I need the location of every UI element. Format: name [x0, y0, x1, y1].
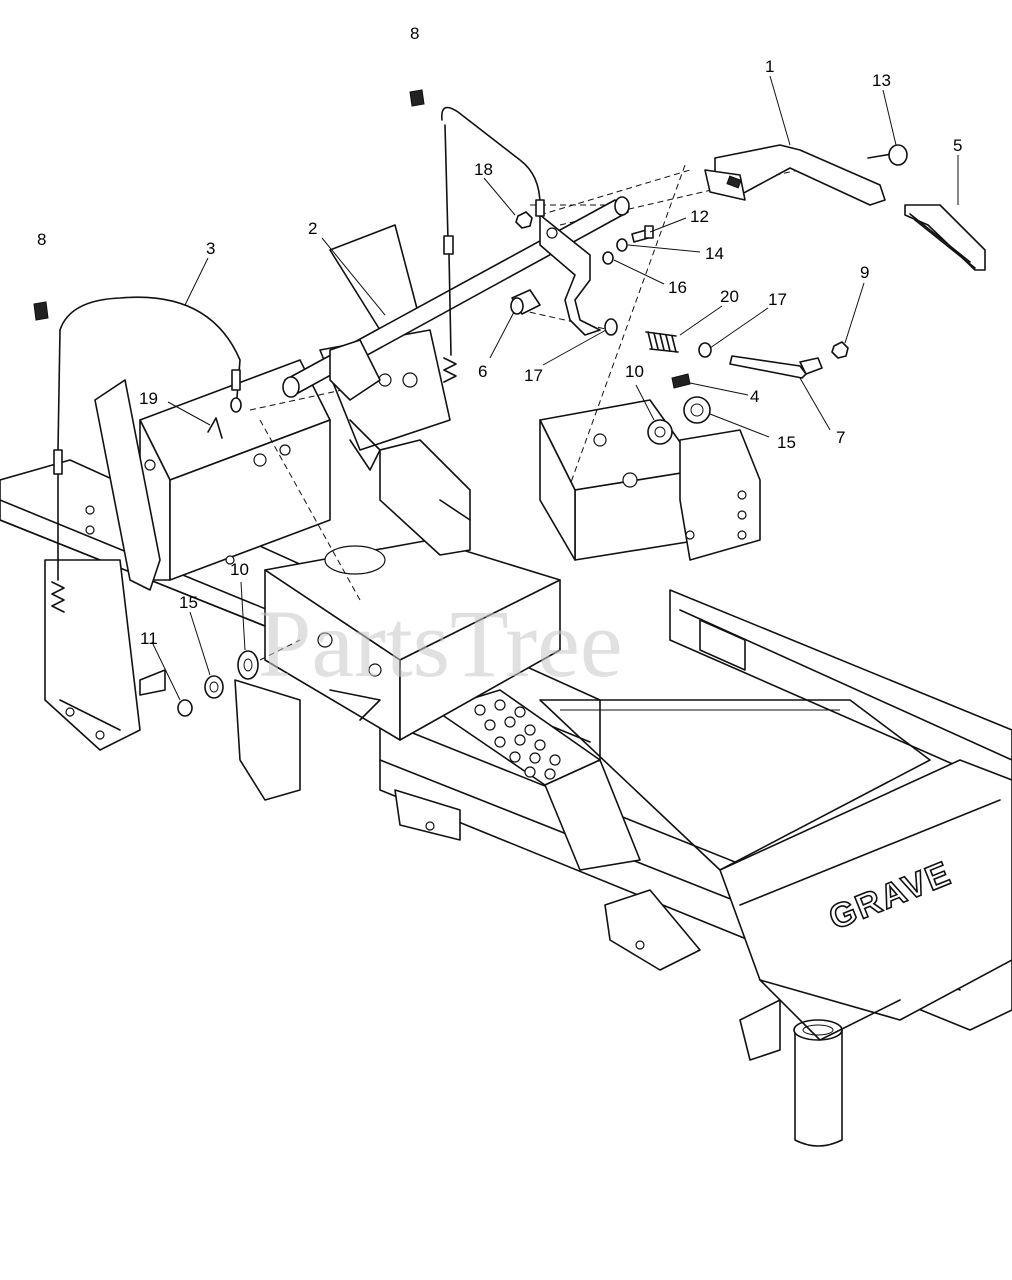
- callout-6: 6: [478, 362, 487, 381]
- shaft-bracket: [539, 214, 601, 336]
- part-1-lever: [704, 144, 886, 206]
- part-10-bushing-right: [647, 419, 673, 445]
- callout-10-right: 10: [625, 362, 644, 381]
- part-10-bushing-left: [237, 650, 259, 680]
- part-9-nut: [831, 341, 849, 359]
- callout-13: 13: [872, 71, 891, 90]
- part-3-cable-left: [51, 296, 242, 613]
- callout-8-left: 8: [37, 230, 46, 249]
- callout-12: 12: [690, 207, 709, 226]
- callout-19: 19: [139, 389, 158, 408]
- part-4-clip: [671, 373, 691, 389]
- callout-20: 20: [720, 287, 739, 306]
- callout-17-left: 17: [524, 366, 543, 385]
- part-7-rod: [729, 355, 823, 379]
- callout-3: 3: [206, 239, 215, 258]
- callout-15-right: 15: [777, 433, 796, 452]
- part-18-nut: [515, 211, 533, 229]
- leader-lines: [151, 75, 959, 701]
- callout-11: 11: [140, 629, 158, 648]
- part-19-pin: [207, 417, 223, 439]
- part-8-clip-left: [33, 301, 49, 321]
- callout-17-right: 17: [768, 290, 787, 309]
- part-13-knob: [867, 144, 908, 166]
- part-14-washer: [616, 238, 628, 252]
- callout-10-left: 10: [230, 560, 249, 579]
- callout-2: 2: [308, 219, 317, 238]
- callout-15-left: 15: [179, 593, 198, 612]
- callout-14: 14: [705, 244, 724, 263]
- foot-plate-holes: [474, 699, 561, 780]
- part-15-washer-left: [204, 675, 224, 699]
- part-8-clip-top: [409, 89, 425, 107]
- part-15-washer-right: [683, 396, 711, 424]
- callout-16: 16: [668, 278, 687, 297]
- callout-7: 7: [836, 428, 845, 447]
- part-2-shaft: [282, 196, 630, 401]
- part-20-spring: [645, 331, 679, 353]
- part-11-clip: [177, 699, 193, 717]
- callout-1: 1: [765, 57, 774, 76]
- part-3-cable-center: [441, 106, 545, 383]
- callout-9: 9: [860, 263, 869, 282]
- part-16-washer: [602, 251, 614, 265]
- part-17-washer-b: [698, 342, 712, 358]
- watermark: PartsTree: [258, 590, 622, 697]
- callout-5: 5: [953, 136, 962, 155]
- part-6-bushing: [510, 289, 541, 315]
- part-17-washer-a: [604, 318, 618, 336]
- part-12-bolt: [631, 225, 654, 243]
- callout-labels: 1 2 3 4 5 6 7 8 8 9 10 10 11 12 13 14 15…: [37, 24, 962, 648]
- callout-4: 4: [750, 387, 759, 406]
- part-5-grip: [904, 204, 986, 271]
- callout-8-top: 8: [410, 24, 419, 43]
- callout-18: 18: [474, 160, 493, 179]
